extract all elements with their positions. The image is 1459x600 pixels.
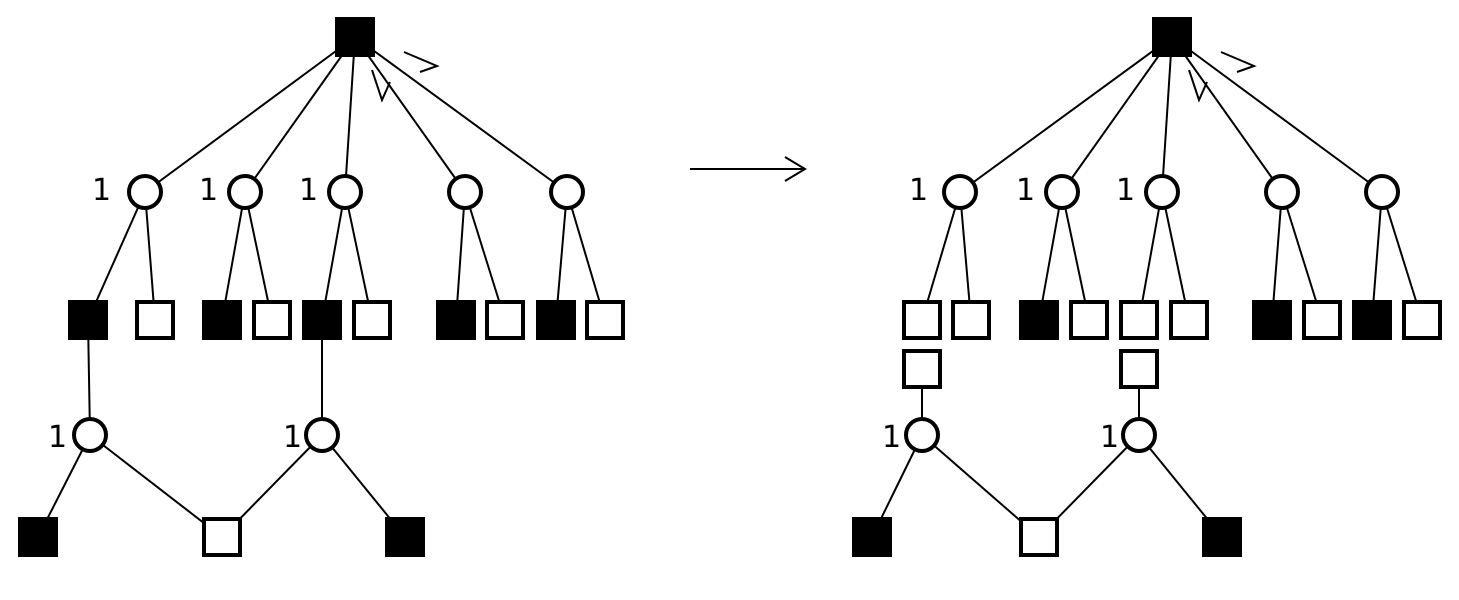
filled-square-node — [1352, 300, 1392, 340]
filled-square-node — [302, 300, 342, 340]
edge — [1371, 191, 1383, 321]
edge — [1281, 191, 1323, 321]
direction-arrow-icon — [1188, 69, 1208, 103]
filled-square-node — [1019, 300, 1059, 340]
edge — [1171, 36, 1383, 193]
edge — [1271, 191, 1283, 321]
edge — [1381, 191, 1423, 321]
empty-square-node — [252, 300, 292, 340]
inserted-square-node — [902, 349, 942, 389]
filled-square-node — [202, 300, 242, 340]
edge — [566, 191, 606, 321]
edge — [1138, 191, 1163, 321]
direction-arrow-icon — [1220, 51, 1257, 73]
node-label: 1 — [1116, 173, 1135, 208]
node-label: 1 — [92, 173, 111, 208]
edge — [464, 191, 506, 321]
filled-square-node — [385, 517, 425, 557]
edge — [921, 191, 961, 321]
edge — [344, 191, 373, 321]
arrow-right-icon — [784, 156, 807, 182]
empty-square-node — [485, 300, 525, 340]
root-node — [1152, 17, 1192, 57]
chance-node — [327, 174, 363, 210]
empty-square-node — [135, 300, 175, 340]
chance-node — [942, 174, 978, 210]
empty-square-node — [1402, 300, 1442, 340]
edge — [1038, 191, 1063, 321]
edge — [555, 191, 568, 321]
edge — [1061, 191, 1090, 321]
edge — [87, 191, 146, 321]
edge — [89, 434, 223, 538]
node-label: 1 — [1100, 420, 1119, 455]
filled-square-node — [852, 517, 892, 557]
empty-square-node — [1019, 517, 1059, 557]
chance-node — [127, 174, 163, 210]
filled-square-node — [1252, 300, 1292, 340]
chance-node — [549, 174, 585, 210]
empty-square-node — [1169, 300, 1209, 340]
chance-node — [1264, 174, 1300, 210]
root-node — [335, 17, 375, 57]
empty-square-node — [951, 300, 991, 340]
filled-square-node — [536, 300, 576, 340]
empty-square-node — [352, 300, 392, 340]
edge — [144, 36, 356, 193]
direction-arrow-icon — [371, 69, 391, 103]
filled-square-node — [18, 517, 58, 557]
empty-square-node — [1069, 300, 1109, 340]
edge — [244, 36, 356, 193]
empty-square-node — [902, 300, 942, 340]
chance-node — [904, 417, 940, 453]
filled-square-node — [1202, 517, 1242, 557]
chance-node — [72, 417, 108, 453]
transition-arrow — [690, 156, 807, 182]
edge — [959, 36, 1173, 193]
filled-square-node — [68, 300, 108, 340]
edge — [244, 191, 273, 321]
chance-node — [1364, 174, 1400, 210]
node-label: 1 — [1016, 173, 1035, 208]
edge — [354, 36, 568, 193]
node-label: 1 — [199, 173, 218, 208]
inserted-square-node — [1119, 349, 1159, 389]
empty-square-node — [1302, 300, 1342, 340]
node-label: 1 — [909, 173, 928, 208]
chance-node — [447, 174, 483, 210]
chance-node — [304, 417, 340, 453]
edge — [1161, 191, 1190, 321]
chance-node — [1121, 417, 1157, 453]
node-label: 1 — [48, 420, 67, 455]
chance-node — [227, 174, 263, 210]
left-diagram: 1 1 1 1 1 — [18, 17, 625, 557]
empty-square-node — [1119, 300, 1159, 340]
edge — [959, 191, 972, 321]
chance-node — [1144, 174, 1180, 210]
empty-square-node — [585, 300, 625, 340]
edge — [344, 36, 356, 193]
edge — [321, 191, 346, 321]
right-diagram: 1 1 1 1 1 — [852, 17, 1442, 557]
edge — [354, 36, 466, 193]
direction-arrow-icon — [403, 51, 440, 73]
chance-node — [1044, 174, 1080, 210]
edge — [221, 191, 246, 321]
edge — [1061, 36, 1173, 193]
filled-square-node — [436, 300, 476, 340]
node-label: 1 — [283, 420, 302, 455]
edge — [144, 191, 156, 321]
node-label: 1 — [299, 173, 318, 208]
edge — [1161, 36, 1173, 193]
node-label: 1 — [882, 420, 901, 455]
empty-square-node — [202, 517, 242, 557]
edge — [455, 191, 466, 321]
edge — [1171, 36, 1283, 193]
